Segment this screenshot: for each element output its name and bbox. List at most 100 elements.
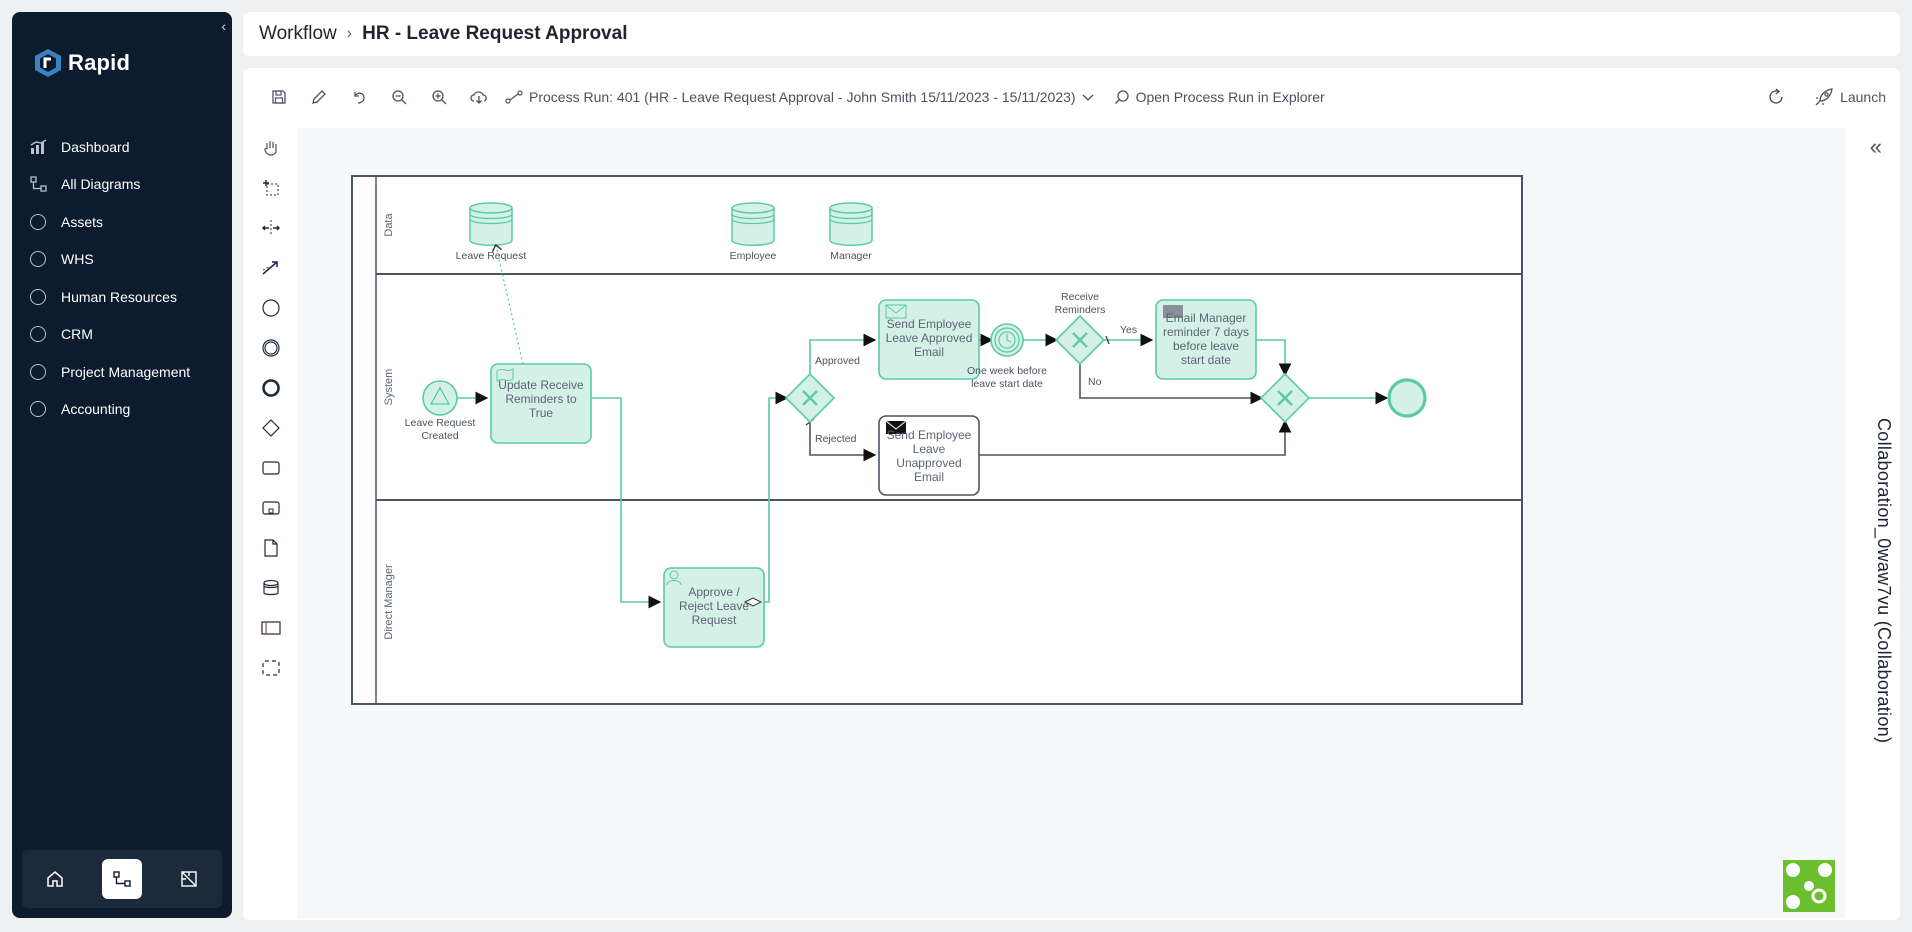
hand-tool[interactable] (251, 128, 291, 168)
sidebar-item-project-management[interactable]: Project Management (30, 353, 226, 391)
gateway-icon (261, 418, 281, 438)
undo-button[interactable] (339, 82, 379, 112)
task-label: True (529, 406, 554, 420)
open-explorer-button[interactable]: Open Process Run in Explorer (1114, 89, 1325, 105)
refresh-icon (1766, 87, 1786, 107)
sidebar-item-dashboard[interactable]: Dashboard (30, 128, 226, 166)
start-event-label: Created (421, 430, 459, 442)
refresh-button[interactable] (1756, 82, 1796, 112)
data-store-manager[interactable] (830, 203, 872, 245)
start-event-tool[interactable] (251, 288, 291, 328)
data-object-icon (261, 538, 281, 558)
sidebar-item-label: Human Resources (61, 289, 177, 305)
sidebar-item-crm[interactable]: CRM (30, 316, 226, 354)
expand-panel-icon[interactable]: « (1870, 134, 1882, 160)
sidebar-item-label: All Diagrams (61, 176, 140, 192)
task-label: start date (1181, 353, 1231, 367)
lasso-tool[interactable] (251, 168, 291, 208)
rapid-logo-icon (34, 48, 62, 78)
start-event-label: Leave Request (405, 417, 476, 429)
data-store-leave-request[interactable] (470, 203, 512, 245)
sidebar-item-human-resources[interactable]: Human Resources (30, 278, 226, 316)
task-label: Unapproved (896, 456, 961, 470)
end-event-icon (261, 378, 281, 398)
rocket-icon (1814, 87, 1834, 107)
sidebar-bottom-bar (22, 850, 222, 908)
ruler-icon (180, 870, 198, 888)
diagram-editor: Process Run: 401 (HR - Leave Request App… (243, 68, 1900, 920)
properties-panel-collapsed: « Collaboration_0waw7vu (Collaboration) (1848, 128, 1900, 918)
space-tool[interactable] (251, 208, 291, 248)
start-event-leave-request-created[interactable] (423, 381, 457, 415)
gateway-tool[interactable] (251, 408, 291, 448)
diagram-icon (112, 870, 132, 888)
sidebar-item-label: WHS (61, 251, 94, 267)
end-event-tool[interactable] (251, 368, 291, 408)
zoom-out-button[interactable] (379, 82, 419, 112)
brand-badge (1783, 860, 1835, 912)
lane-label-direct-manager: Direct Manager (383, 564, 395, 640)
route-icon (505, 89, 523, 105)
edit-button[interactable] (299, 82, 339, 112)
sidebar-item-whs[interactable]: WHS (30, 241, 226, 279)
connect-tool[interactable] (251, 248, 291, 288)
circle-icon (30, 364, 46, 380)
sidebar-item-label: Assets (61, 214, 103, 230)
circle-icon (30, 326, 46, 342)
timer-event[interactable] (991, 324, 1023, 356)
task-label: reminder 7 days (1163, 325, 1249, 339)
lane-label-data: Data (383, 213, 395, 237)
sidebar-item-all-diagrams[interactable]: All Diagrams (30, 166, 226, 204)
diagram-icon (30, 176, 52, 192)
header-breadcrumb: Workflow › HR - Leave Request Approval (243, 12, 1900, 56)
task-label: Reject Leave (679, 599, 749, 613)
sidebar-item-label: Dashboard (61, 139, 130, 155)
save-icon (271, 89, 287, 105)
data-store-employee[interactable] (732, 203, 774, 245)
task-tool[interactable] (251, 448, 291, 488)
zoom-in-button[interactable] (419, 82, 459, 112)
connect-icon (262, 259, 280, 277)
save-button[interactable] (259, 82, 299, 112)
process-run-label: Process Run: 401 (HR - Leave Request App… (529, 89, 1076, 105)
diagrams-button[interactable] (102, 859, 142, 899)
group-tool[interactable] (251, 648, 291, 688)
subprocess-tool[interactable] (251, 488, 291, 528)
hand-icon (262, 139, 280, 157)
task-label: Approve / (688, 585, 740, 599)
collapse-sidebar-icon[interactable]: ‹ (221, 18, 226, 34)
task-label: Email (914, 470, 944, 484)
group-icon (261, 658, 281, 678)
toolbar-right: Launch (1756, 82, 1886, 112)
subprocess-icon (261, 498, 281, 518)
cloud-download-icon (469, 89, 489, 105)
page-title: HR - Leave Request Approval (362, 23, 627, 45)
space-tool-icon (262, 219, 280, 237)
lasso-icon (262, 179, 280, 197)
flow-label-rejected: Rejected (815, 433, 857, 445)
chevron-right-icon: › (347, 25, 352, 43)
sidebar-item-assets[interactable]: Assets (30, 203, 226, 241)
open-explorer-label: Open Process Run in Explorer (1136, 89, 1325, 105)
data-object-tool[interactable] (251, 528, 291, 568)
process-run-select[interactable]: Process Run: 401 (HR - Leave Request App… (505, 89, 1094, 105)
end-event[interactable] (1389, 380, 1425, 416)
intermediate-event-icon (261, 338, 281, 358)
download-button[interactable] (459, 82, 499, 112)
home-button[interactable] (35, 859, 75, 899)
participant-tool[interactable] (251, 608, 291, 648)
undo-icon (351, 89, 367, 105)
intermediate-event-tool[interactable] (251, 328, 291, 368)
timer-label: One week before (967, 365, 1047, 377)
sidebar-item-accounting[interactable]: Accounting (30, 391, 226, 429)
diagram-canvas[interactable]: Data System Direct Manager Leave Request… (297, 128, 1845, 918)
sidebar-item-label: CRM (61, 326, 93, 342)
task-label: Send Employee (887, 428, 972, 442)
designer-button[interactable] (169, 859, 209, 899)
launch-button[interactable]: Launch (1814, 87, 1886, 107)
task-label: Email Manager (1166, 311, 1247, 325)
brand-name: Rapid (68, 50, 130, 76)
breadcrumb-workflow[interactable]: Workflow (259, 23, 337, 45)
sidebar-nav: Dashboard All Diagrams Assets WHS Human … (30, 128, 226, 428)
data-store-tool[interactable] (251, 568, 291, 608)
